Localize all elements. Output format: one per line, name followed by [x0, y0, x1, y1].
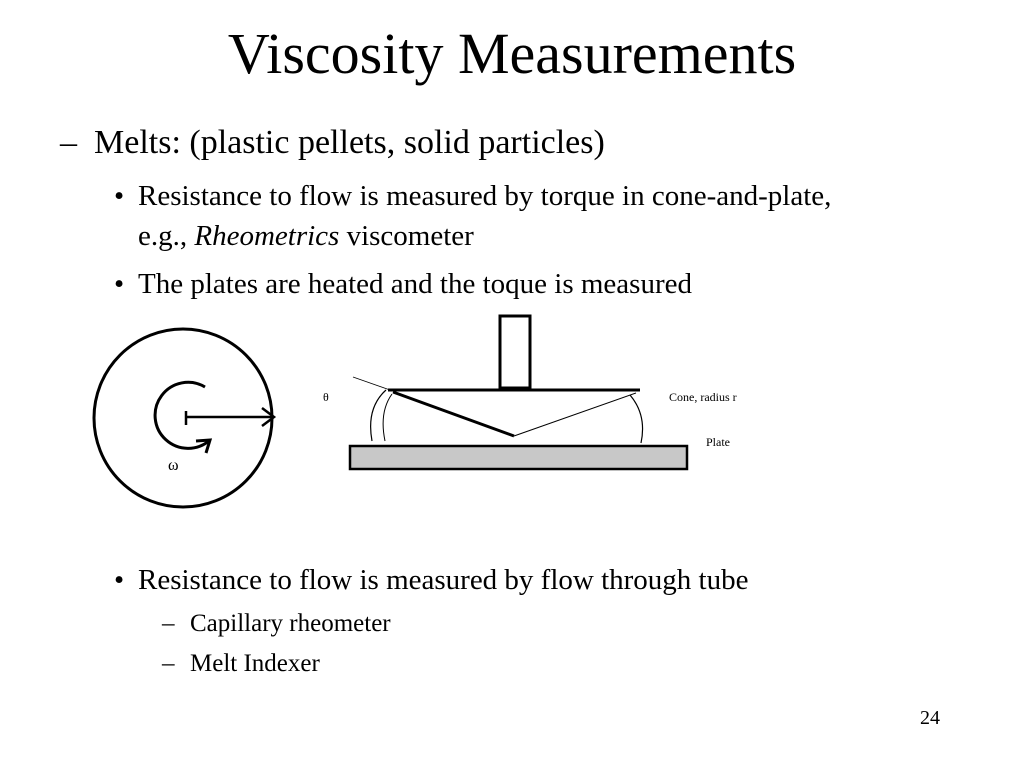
cone-label: Cone, radius r [669, 390, 737, 404]
cone-right-edge [513, 392, 637, 437]
dash-marker: – [60, 124, 77, 161]
page-number: 24 [920, 707, 940, 729]
dash-marker: – [162, 610, 175, 637]
bullet-torque: • Resistance to flow is measured by torqu… [114, 177, 831, 215]
bottom-plate [348, 444, 689, 471]
left-melt-meniscus [370, 389, 387, 442]
bullet-tube: • Resistance to flow is measured by flow … [114, 561, 749, 599]
bullet-tube-text: Resistance to flow is measured by flow t… [138, 564, 749, 596]
bullet-torque-line2-prefix: e.g., [138, 220, 195, 252]
bullet-marker: • [114, 564, 125, 596]
capillary-text: Capillary rheometer [190, 610, 391, 637]
bullet-marker: • [114, 180, 125, 212]
bullet-melts: –Melts: (plastic pellets, solid particle… [60, 121, 605, 165]
sub-bullet-melt-indexer: –Melt Indexer [162, 648, 320, 680]
theta-label: θ [323, 390, 329, 404]
bullet-marker: • [114, 268, 125, 300]
bullet-torque-continuation: e.g., Rheometrics viscometer [138, 217, 474, 255]
slide-title: Viscosity Measurements [227, 21, 797, 86]
rotation-arrowhead-icon [195, 438, 213, 454]
cone-and-plate-diagram: ω θ Cone, radius r Plate [0, 300, 1024, 530]
top-view [92, 327, 277, 509]
sub-bullet-capillary: –Capillary rheometer [162, 608, 391, 640]
side-view [348, 314, 689, 471]
left-melt-meniscus-inner [382, 393, 393, 442]
cone-left-edge [392, 390, 515, 438]
rheometrics-italic: Rheometrics [194, 220, 340, 252]
plate-label: Plate [706, 435, 730, 449]
dash-marker: – [162, 650, 175, 677]
bullet-torque-line1: Resistance to flow is measured by torque… [138, 180, 832, 212]
bullet-heated-text: The plates are heated and the toque is m… [138, 268, 692, 300]
bullet-torque-line2-suffix: viscometer [339, 220, 474, 252]
omega-label: ω [168, 457, 179, 474]
bullet-heated: • The plates are heated and the toque is … [114, 265, 692, 303]
theta-reference-line [352, 376, 391, 391]
right-melt-meniscus [629, 394, 644, 444]
diagram-svg [92, 314, 689, 509]
radius-arrowhead-icon [261, 407, 277, 427]
rotation-arrow-icon [153, 380, 211, 450]
melt-indexer-text: Melt Indexer [190, 650, 320, 677]
bullet-melts-text: Melts: (plastic pellets, solid particles… [94, 124, 605, 161]
shaft [498, 314, 532, 390]
